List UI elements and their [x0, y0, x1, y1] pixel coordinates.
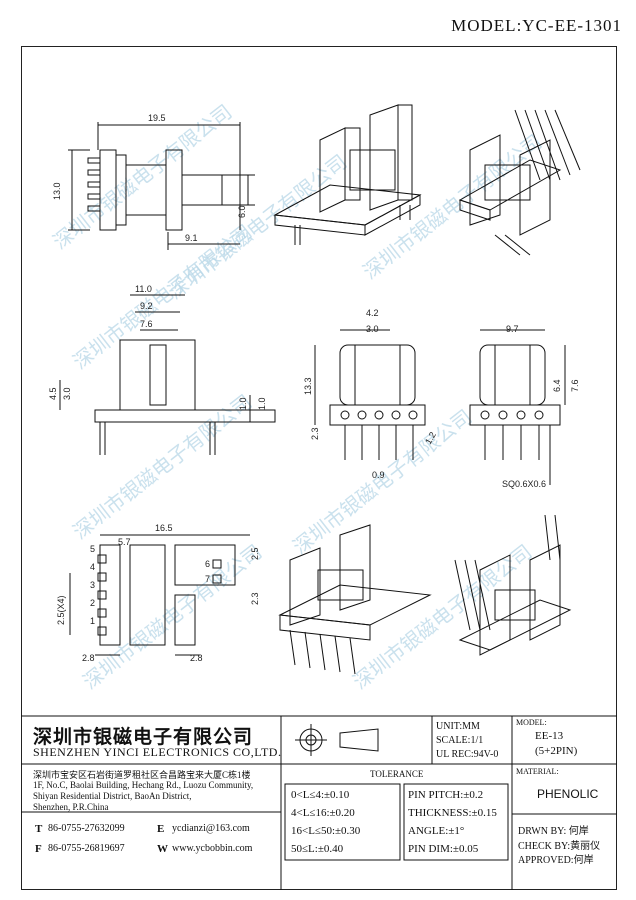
dim-side-inner-width: 7.6 — [140, 319, 153, 329]
dim-side-right-b: 1.0 — [257, 397, 267, 410]
dim-bottom-inner: 5.7 — [118, 537, 131, 547]
iso-view-4 — [454, 514, 572, 656]
watermark-text-5: 深圳市银磁电子有限公司 — [68, 390, 256, 544]
address-cn: 深圳市宝安区石岩街道罗租社区合昌路宝来大厦C栋1楼 — [33, 770, 251, 780]
watermark-text-4: 深圳市银磁电子有限公司 — [358, 130, 546, 284]
tolerance-title: TOLERANCE — [370, 769, 424, 779]
watermark-text-3: 深圳市银磁电子有限公司 — [68, 220, 256, 374]
model-title: MODEL:YC-EE-1301 — [451, 16, 622, 35]
dim-mid-pin: 2.3 — [310, 427, 320, 440]
pin-label-6: 6 — [205, 559, 210, 569]
dim-bottom-width: 16.5 — [155, 523, 173, 533]
scale-text: SCALE:1/1 — [436, 735, 484, 746]
pin-label-5: 5 — [90, 544, 95, 554]
pin-label-1: 1 — [90, 616, 95, 626]
dim-front-width: 19.5 — [148, 113, 166, 123]
pin-label-7: 7 — [205, 574, 210, 584]
dim-bottom-right-b: 2.3 — [250, 592, 260, 605]
dim-bottom-pitch: 2.5(X4) — [56, 595, 66, 625]
email-label: E — [157, 823, 165, 835]
tolerance-row: 16<L≤50:±0.30 — [291, 825, 361, 837]
dim-mid-top-a: 4.2 — [366, 308, 379, 318]
iso-view-3 — [278, 524, 432, 675]
ul-rec-text: UL REC:94V-0 — [436, 749, 499, 760]
tolerance-row: 0<L≤4:±0.10 — [291, 789, 350, 801]
pin-label-3: 3 — [90, 580, 95, 590]
web-address[interactable]: www.ycbobbin.com — [172, 843, 253, 854]
tolerance-row: 4<L≤16:±0.20 — [291, 807, 355, 819]
dim-side-left-a: 4.5 — [48, 387, 58, 400]
tolerance-row: ANGLE:±1° — [408, 825, 465, 837]
watermark-text-8: 深圳市银磁电子有限公司 — [348, 540, 536, 694]
drawn-by: DRWN BY: 何岸 — [518, 826, 589, 837]
dim-side-mid-width: 9.2 — [140, 301, 153, 311]
model-value: EE-13 — [535, 730, 564, 742]
dim-front-height: 13.0 — [52, 182, 62, 200]
email-address[interactable]: ycdianzi@163.com — [172, 823, 250, 834]
fax-label: F — [35, 843, 42, 855]
address-en-2: Shiyan Residential District, BaoAn Distr… — [33, 791, 192, 801]
material-value: PHENOLIC — [537, 787, 599, 801]
dim-side-top-width: 11.0 — [135, 284, 152, 294]
material-label: MATERIAL: — [516, 767, 559, 776]
iso-view-1 — [273, 104, 422, 245]
check-by: CHECK BY:黄丽仪 — [518, 841, 601, 852]
watermarks: 深圳市银磁电子有限公司 深圳市银磁电子有限公司 深圳市银磁电子有限公司 深圳市银… — [48, 100, 546, 694]
iso-view-2 — [458, 109, 581, 256]
model-label: MODEL: — [516, 718, 547, 727]
dim-side-right-a: 1.0 — [238, 397, 248, 410]
dim-bottom-right-a: 2.5 — [250, 547, 260, 560]
dim-right-h1: 6.4 — [552, 379, 562, 392]
dim-right-width: 9.7 — [506, 324, 519, 334]
dim-bottom-left: 2.8 — [82, 653, 95, 663]
approved-by: APPROVED:何岸 — [518, 855, 594, 866]
right-view — [469, 329, 566, 485]
dimension-labels: 19.5 13.0 6.0 9.1 11.0 9.2 7.6 4.5 3.0 1… — [48, 113, 580, 663]
dim-mid-height: 13.3 — [303, 377, 313, 395]
company-name-cn: 深圳市银磁电子有限公司 — [33, 726, 254, 748]
tolerance-row: 50≤L:±0.40 — [291, 843, 344, 855]
tolerance-row: THICKNESS:±0.15 — [408, 807, 497, 819]
unit-text: UNIT:MM — [436, 721, 480, 732]
pin-label-2: 2 — [90, 598, 95, 608]
fax-number: 86-0755-26819697 — [48, 843, 125, 854]
tolerance-row: PIN DIM:±0.05 — [408, 843, 479, 855]
dim-front-bottom-width: 9.1 — [185, 233, 198, 243]
side-view — [59, 294, 276, 455]
middle-front-view — [314, 329, 426, 460]
dim-side-left-b: 3.0 — [62, 387, 72, 400]
watermark-text-1: 深圳市银磁电子有限公司 — [48, 100, 236, 254]
tolerance-row: PIN PITCH:±0.2 — [408, 789, 484, 801]
model-pins: (5+2PIN) — [535, 745, 578, 757]
drawing-sheet — [21, 46, 617, 890]
watermark-text-7: 深圳市银磁电子有限公司 — [78, 540, 266, 694]
dim-bottom-right: 2.8 — [190, 653, 203, 663]
dim-pin-section: SQ0.6X0.6 — [502, 479, 546, 489]
tel-number: 86-0755-27632099 — [48, 823, 125, 834]
dim-front-right-height: 6.0 — [237, 205, 247, 218]
tel-label: T — [35, 823, 43, 835]
address-en-1: 1F, No.C, Baolai Building, Hechang Rd., … — [33, 780, 254, 790]
front-view — [68, 122, 255, 250]
pin-label-4: 4 — [90, 562, 95, 572]
address-en-3: Shenzhen, P.R.China — [33, 802, 109, 812]
bottom-view — [69, 534, 250, 656]
title-block-grid — [21, 715, 617, 890]
web-label: W — [157, 843, 168, 855]
company-name-en: SHENZHEN YINCI ELECTRONICS CO,LTD. — [33, 745, 282, 759]
dim-mid-top-b: 3.0 — [366, 324, 379, 334]
dim-mid-bottom: 0.9 — [372, 470, 385, 480]
dim-right-h2: 7.6 — [570, 379, 580, 392]
